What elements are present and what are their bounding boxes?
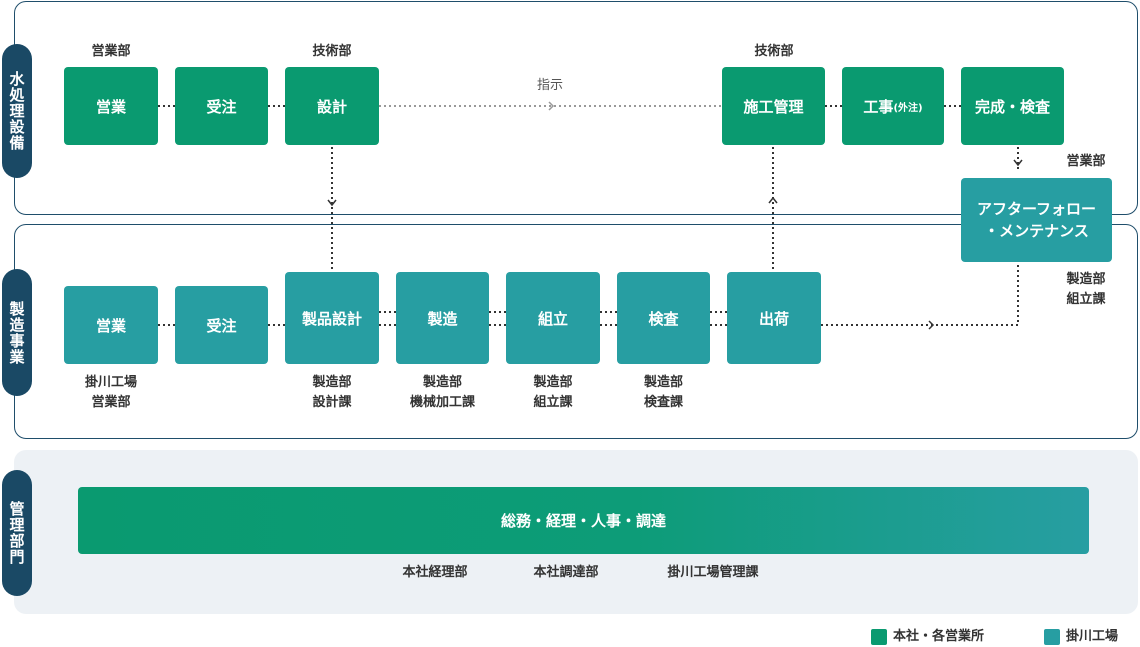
assembly-dept-2: 組立課 bbox=[533, 395, 573, 410]
assembly-dept-1: 製造部 bbox=[533, 375, 573, 390]
product-design-dept-2: 設計課 bbox=[312, 395, 352, 410]
legend-factory-swatch bbox=[1044, 629, 1060, 645]
mfg-sales-dept-1: 掛川工場 bbox=[84, 375, 137, 390]
after-follow-line1: アフターフォロー bbox=[976, 200, 1097, 218]
inspection-dept-2: 検査課 bbox=[643, 395, 683, 410]
production-dept-1: 製造部 bbox=[422, 375, 462, 390]
construction-outsourced-note: (外注) bbox=[893, 102, 923, 114]
after-follow-dept-bottom: 製造部 組立課 bbox=[1058, 270, 1114, 310]
legend-hq-label: 本社・各営業所 bbox=[893, 629, 985, 644]
product-design-box: 製品設計 bbox=[285, 272, 379, 364]
product-design-dept: 製造部 設計課 bbox=[285, 373, 379, 413]
water-treatment-tab: 水処理設備 bbox=[2, 44, 32, 178]
inspection-dept-1: 製造部 bbox=[643, 375, 683, 390]
product-design-dept-1: 製造部 bbox=[312, 375, 352, 390]
mfg-order-box: 受注 bbox=[175, 286, 268, 364]
dept-label-tech-construction: 技術部 bbox=[754, 44, 794, 59]
construction-management-box: 施工管理 bbox=[722, 67, 825, 145]
inspection-dept: 製造部 検査課 bbox=[617, 373, 710, 413]
after-follow-dept-bottom-1: 製造部 bbox=[1066, 272, 1106, 287]
instruction-label: 指示 bbox=[536, 78, 563, 93]
admin-functions-bar: 総務・経理・人事・調達 bbox=[78, 487, 1089, 554]
inspection-box: 検査 bbox=[617, 272, 710, 364]
dept-label-sales: 営業部 bbox=[91, 44, 131, 59]
shipping-box: 出荷 bbox=[727, 272, 821, 364]
mfg-sales-dept-2: 営業部 bbox=[91, 395, 131, 410]
water-sales-box: 営業 bbox=[64, 67, 158, 145]
completion-inspection-box: 完成・検査 bbox=[961, 67, 1064, 145]
admin-dept-factory-mgmt: 掛川工場管理課 bbox=[667, 565, 759, 580]
legend-hq-swatch bbox=[871, 629, 887, 645]
mfg-sales-box: 営業 bbox=[64, 286, 158, 364]
construction-box: 工事(外注) bbox=[842, 67, 944, 145]
legend-factory-label: 掛川工場 bbox=[1066, 629, 1119, 644]
water-order-box: 受注 bbox=[175, 67, 268, 145]
water-design-box: 設計 bbox=[285, 67, 379, 145]
admin-dept-accounting: 本社経理部 bbox=[402, 565, 468, 580]
admin-tab: 管理部門 bbox=[2, 470, 32, 596]
production-dept-2: 機械加工課 bbox=[409, 395, 475, 410]
mfg-sales-dept: 掛川工場 営業部 bbox=[64, 373, 158, 413]
dept-label-tech-design: 技術部 bbox=[312, 44, 352, 59]
after-follow-maintenance-box: アフターフォロー ・メンテナンス bbox=[961, 178, 1112, 262]
assembly-dept: 製造部 組立課 bbox=[506, 373, 600, 413]
after-follow-line2: ・メンテナンス bbox=[984, 222, 1089, 240]
after-follow-dept-top: 営業部 bbox=[1066, 154, 1106, 169]
after-follow-dept-bottom-2: 組立課 bbox=[1066, 292, 1106, 307]
production-box: 製造 bbox=[396, 272, 489, 364]
assembly-box: 組立 bbox=[506, 272, 600, 364]
production-dept: 製造部 機械加工課 bbox=[386, 373, 499, 413]
construction-label: 工事 bbox=[863, 97, 894, 116]
manufacturing-tab: 製造事業 bbox=[2, 269, 32, 396]
admin-dept-procurement: 本社調達部 bbox=[533, 565, 599, 580]
